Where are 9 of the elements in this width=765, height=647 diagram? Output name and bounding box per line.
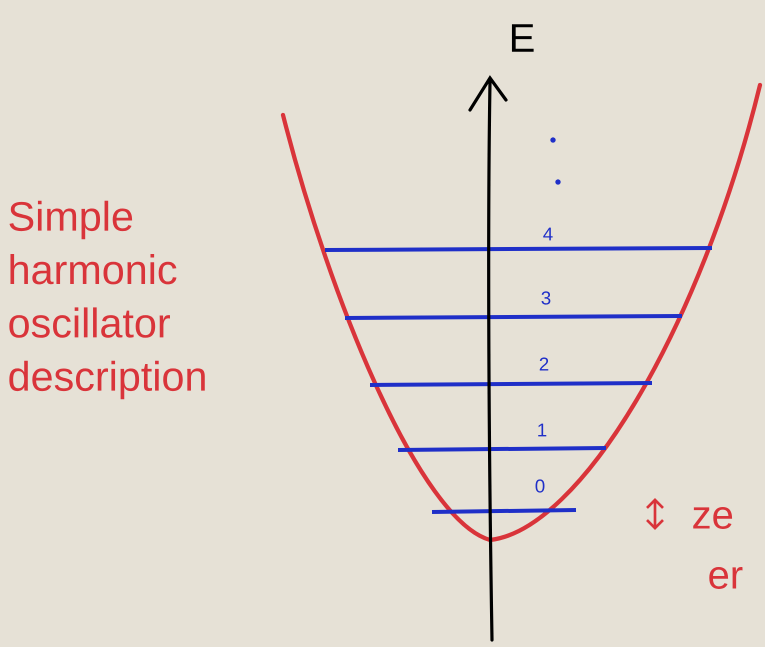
cut-off-text: er (709, 567, 742, 589)
cut-off-text: ze (693, 507, 732, 529)
level-number: 3 (542, 291, 550, 305)
level-number: 4 (543, 228, 553, 240)
level-number: 1 (538, 424, 546, 436)
description-text: Simple harmonic oscillator description (9, 200, 205, 400)
level-number: 0 (536, 479, 544, 493)
axis-label: E (512, 24, 534, 52)
level-number: 2 (540, 357, 548, 371)
